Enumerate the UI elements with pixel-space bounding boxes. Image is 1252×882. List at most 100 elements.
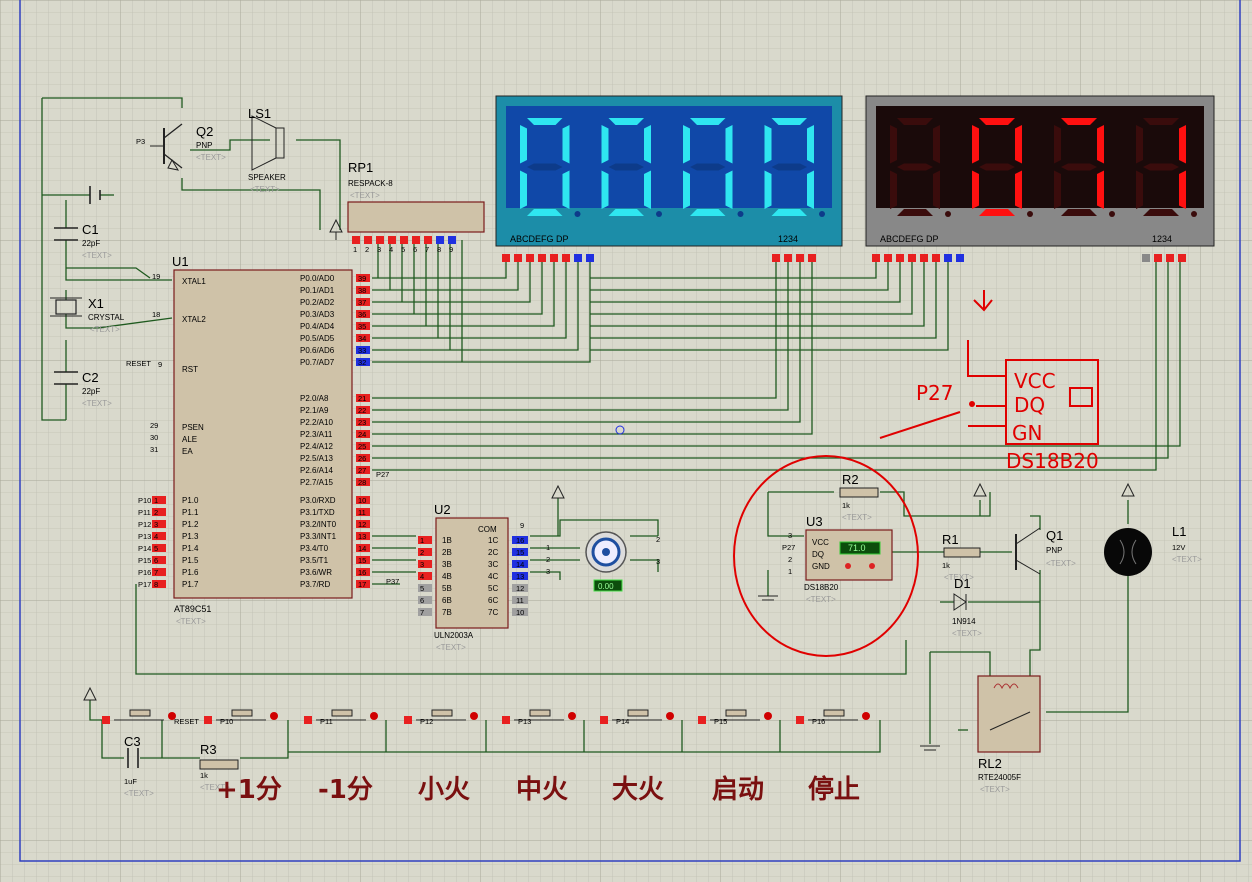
u2-in-pin-0[interactable] [418, 536, 432, 544]
diode-d1[interactable]: D1 1N914 <TEXT> [952, 576, 982, 638]
disp-pin-772-0[interactable] [772, 254, 780, 262]
p0-pin-5[interactable] [356, 334, 370, 342]
p1-pin-5[interactable] [152, 556, 166, 564]
driver-uln2003a[interactable]: U2 ULN2003A <TEXT> COM 9 1B12B23B34B45B5… [418, 502, 550, 652]
rp1-pin-7[interactable] [436, 236, 444, 244]
p1-pin-4[interactable] [152, 544, 166, 552]
p3-pin-1[interactable] [356, 508, 370, 516]
disp-pin-502-5[interactable] [562, 254, 570, 262]
p3-pin-5[interactable] [356, 556, 370, 564]
disp-pin-502-3[interactable] [538, 254, 546, 262]
u2-out-pin-3[interactable] [512, 572, 528, 580]
disp-pin-502-2[interactable] [526, 254, 534, 262]
p2-pin-1[interactable] [356, 406, 370, 414]
relay-rl2[interactable]: RL2 RTE24005F <TEXT> [977, 675, 1041, 794]
rp1-pin-0[interactable] [352, 236, 360, 244]
disp-pin-502-4[interactable] [550, 254, 558, 262]
u2-out-pin-6[interactable] [512, 608, 528, 616]
rp1-pin-8[interactable] [448, 236, 456, 244]
disp-pin-872-3[interactable] [908, 254, 916, 262]
transistor-q1[interactable]: Q1 PNP <TEXT> [1015, 527, 1076, 575]
disp-pin-502-7[interactable] [586, 254, 594, 262]
u2-in-pin-2[interactable] [418, 560, 432, 568]
u2-in-pin-5[interactable] [418, 596, 432, 604]
p0-pin-4[interactable] [356, 322, 370, 330]
lamp-l1[interactable]: L1 12V <TEXT> [1104, 524, 1202, 576]
u2-out-pin-2[interactable] [512, 560, 528, 568]
disp-pin-872-4[interactable] [920, 254, 928, 262]
disp-pin-872-5[interactable] [932, 254, 940, 262]
p3-pin-4[interactable] [356, 544, 370, 552]
disp-pin-502-1[interactable] [514, 254, 522, 262]
disp-pin-872-7[interactable] [956, 254, 964, 262]
u2-out-pin-0[interactable] [512, 536, 528, 544]
p0-pin-6[interactable] [356, 346, 370, 354]
p0-pin-3[interactable] [356, 310, 370, 318]
capacitor-c3[interactable]: C3 1uF <TEXT> [124, 734, 154, 798]
disp-pin-872-0[interactable] [872, 254, 880, 262]
disp-pin-872-1[interactable] [884, 254, 892, 262]
disp-pin-772-3[interactable] [808, 254, 816, 262]
p3-pin-2[interactable] [356, 520, 370, 528]
p2-pin-2[interactable] [356, 418, 370, 426]
p2-pin-7[interactable] [356, 478, 370, 486]
u2-in-pin-6[interactable] [418, 608, 432, 616]
p1-pin-0[interactable] [152, 496, 166, 504]
rp1-pin-6[interactable] [424, 236, 432, 244]
u2-in-pin-4[interactable] [418, 584, 432, 592]
disp-pin-502-0[interactable] [502, 254, 510, 262]
disp-pin-502-6[interactable] [574, 254, 582, 262]
push-button-5[interactable]: P14 [600, 709, 674, 726]
push-button-3[interactable]: P12 [404, 709, 478, 726]
disp-pin-872-6[interactable] [944, 254, 952, 262]
disp-pin-1154-2[interactable] [1178, 254, 1186, 262]
p0-pin-0[interactable] [356, 274, 370, 282]
disp-pin-red-common-0[interactable] [1142, 254, 1150, 262]
crystal-x1[interactable]: X1 CRYSTAL <TEXT> [50, 296, 125, 334]
push-button-0[interactable]: RESET [102, 709, 199, 726]
p1-pin-1[interactable] [152, 508, 166, 516]
stepper-motor[interactable]: 0.00 2 3 [585, 531, 660, 592]
u2-in-pin-3[interactable] [418, 572, 432, 580]
p3-pin-7[interactable] [356, 580, 370, 588]
resistor-r3[interactable]: R3 1k <TEXT> [199, 742, 239, 792]
push-button-1[interactable]: P10 [204, 709, 278, 726]
disp-pin-772-2[interactable] [796, 254, 804, 262]
p1-pin-7[interactable] [152, 580, 166, 588]
u2-out-pin-5[interactable] [512, 596, 528, 604]
p2-pin-5[interactable] [356, 454, 370, 462]
p1-pin-3[interactable] [152, 532, 166, 540]
p3-pin-3[interactable] [356, 532, 370, 540]
push-button-4[interactable]: P13 [502, 709, 576, 726]
disp-pin-1154-0[interactable] [1154, 254, 1162, 262]
p0-pin-1[interactable] [356, 286, 370, 294]
push-button-6[interactable]: P15 [698, 709, 772, 726]
sensor-ds18b20[interactable]: U3 VCC DQ GND 71.0 3 2 1 P27 DS18B20 <TE… [758, 514, 893, 604]
p3-pin-6[interactable] [356, 568, 370, 576]
p2-pin-0[interactable] [356, 394, 370, 402]
p1-pin-6[interactable] [152, 568, 166, 576]
p1-pin-2[interactable] [152, 520, 166, 528]
resistor-r2[interactable]: R2 1k <TEXT> [839, 472, 879, 522]
rp1-pin-4[interactable] [400, 236, 408, 244]
speaker-ls1[interactable]: LS1 SPEAKER <TEXT> [248, 106, 286, 194]
rp1-pin-2[interactable] [376, 236, 384, 244]
capacitor-c2[interactable]: C2 22pF <TEXT> [54, 370, 112, 408]
p2-pin-3[interactable] [356, 430, 370, 438]
transistor-q2[interactable]: P3 Q2 PNP <TEXT> [136, 123, 226, 171]
capacitor-c1[interactable]: C1 22pF <TEXT> [54, 222, 112, 260]
push-button-7[interactable]: P16 [796, 709, 870, 726]
u2-in-pin-1[interactable] [418, 548, 432, 556]
disp-pin-772-1[interactable] [784, 254, 792, 262]
p3-pin-0[interactable] [356, 496, 370, 504]
rp1-pin-3[interactable] [388, 236, 396, 244]
rp1-pin-1[interactable] [364, 236, 372, 244]
p2-pin-4[interactable] [356, 442, 370, 450]
p0-pin-7[interactable] [356, 358, 370, 366]
mcu-at89c51[interactable]: U1 AT89C51 <TEXT> XTAL1 XTAL2 RST PSEN A… [126, 254, 399, 626]
rp1-pin-5[interactable] [412, 236, 420, 244]
p2-pin-6[interactable] [356, 466, 370, 474]
u2-out-pin-1[interactable] [512, 548, 528, 556]
p0-pin-2[interactable] [356, 298, 370, 306]
